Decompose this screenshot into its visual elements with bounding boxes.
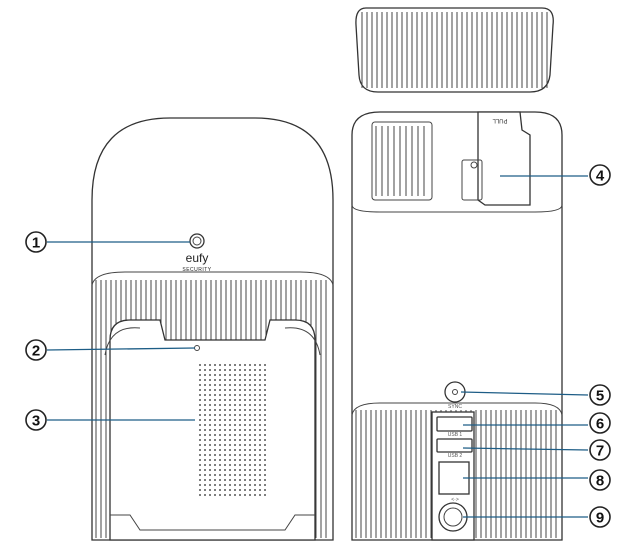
ethernet-label: <·> <box>451 497 459 503</box>
svg-text:4: 4 <box>596 168 605 185</box>
svg-text:8: 8 <box>596 473 604 490</box>
svg-text:2: 2 <box>32 343 40 360</box>
callout-5: 5 <box>589 384 611 406</box>
svg-text:3: 3 <box>32 413 40 430</box>
lid <box>355 7 554 93</box>
svg-text:7: 7 <box>596 443 604 460</box>
svg-text:5: 5 <box>596 388 604 405</box>
eufy-logo-sub: SECURITY <box>182 267 211 273</box>
svg-text:9: 9 <box>596 510 604 527</box>
fin-band-edge <box>91 271 334 286</box>
callout-1: 1 <box>25 231 47 253</box>
front-view: eufy SECURITY <box>91 117 334 541</box>
drive-bay-tray <box>477 111 531 206</box>
usb1-label: USB 1 <box>448 432 463 438</box>
back-view: PULL SYNC USB 1 USB 2 <·> <box>351 7 563 541</box>
power-button[interactable] <box>189 233 205 249</box>
callout-6: 6 <box>589 412 611 434</box>
svg-text:1: 1 <box>32 235 40 252</box>
pull-label: PULL <box>492 117 508 123</box>
lid-texture <box>361 12 548 88</box>
sync-label: SYNC <box>448 404 462 410</box>
top-vent <box>371 121 433 201</box>
usb1-port[interactable] <box>436 416 473 432</box>
callout-4: 4 <box>589 164 611 186</box>
svg-text:6: 6 <box>596 416 604 433</box>
usb2-port[interactable] <box>436 438 473 453</box>
callout-2: 2 <box>25 339 47 361</box>
front-panel <box>109 319 316 541</box>
callout-3: 3 <box>25 409 47 431</box>
callout-7: 7 <box>589 439 611 461</box>
callout-8: 8 <box>589 469 611 491</box>
usb2-label: USB 2 <box>448 453 463 459</box>
back-body <box>351 111 563 541</box>
leader-lines <box>46 175 589 518</box>
eufy-logo: eufy <box>186 251 209 265</box>
callout-9: 9 <box>589 506 611 528</box>
power-jack[interactable] <box>438 502 468 532</box>
speaker-grille <box>199 364 266 496</box>
